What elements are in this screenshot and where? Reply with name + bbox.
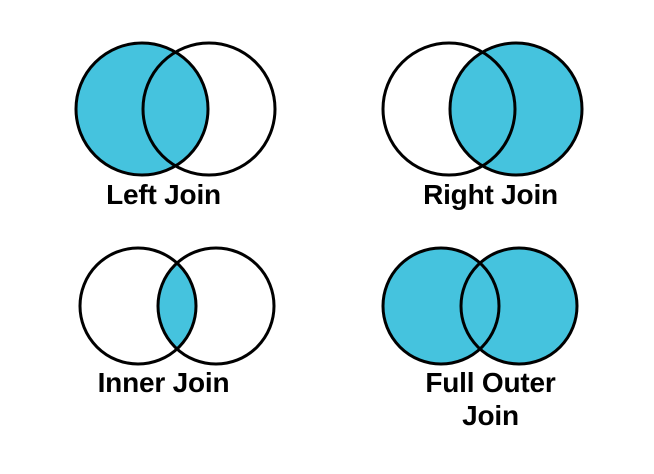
full-outer-join-right-circle-outline: [459, 246, 579, 366]
venn-cell-full-outer-join: Full Outer Join: [327, 237, 654, 474]
inner-join-right-circle-outline: [156, 246, 276, 366]
venn-cell-right-join: Right Join: [327, 0, 654, 237]
inner-join-left-circle-outline: [78, 246, 198, 366]
venn-cell-inner-join: Inner Join: [0, 237, 327, 474]
right-join-venn-svg: [381, 41, 584, 177]
full-outer-join-left-circle-outline: [381, 246, 501, 366]
venn-label-full-outer-join: Full Outer Join: [425, 367, 556, 431]
venn-label-inner-join: Inner Join: [97, 367, 230, 398]
venn-label-left-join: Left Join: [106, 179, 221, 210]
right-join-left-circle-outline: [381, 41, 517, 177]
inner-join-venn-svg: [78, 246, 276, 366]
venn-label-right-join: Right Join: [423, 179, 558, 210]
right-join-right-circle-outline: [448, 41, 584, 177]
full-outer-join-venn-svg: [381, 246, 579, 366]
left-join-right-circle-outline: [141, 41, 277, 177]
venn-cell-left-join: Left Join: [0, 0, 327, 237]
left-join-left-circle-outline: [74, 41, 210, 177]
left-join-venn-svg: [74, 41, 277, 177]
